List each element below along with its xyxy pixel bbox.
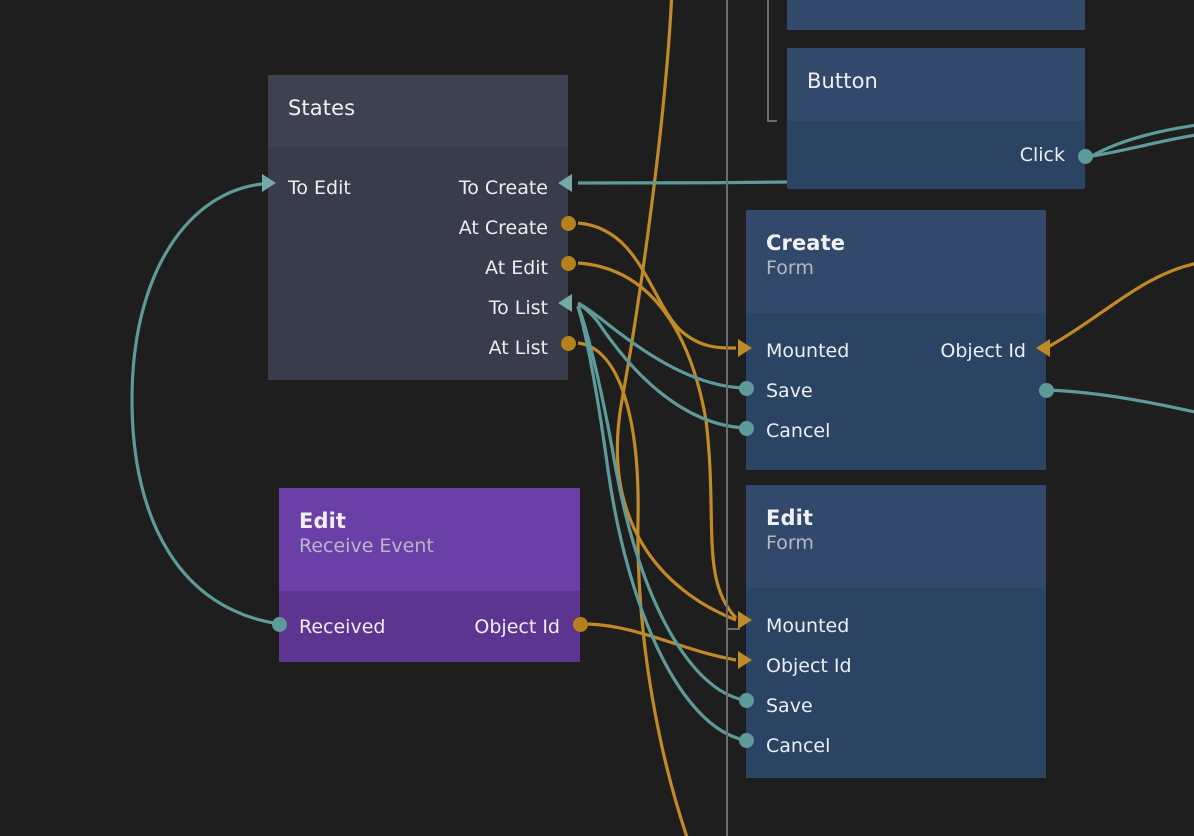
- node-title: Edit: [766, 506, 814, 530]
- port-row-cancel[interactable]: Cancel: [746, 411, 1046, 451]
- node-header: States: [268, 75, 568, 147]
- port-marker-states-at-create-out[interactable]: [561, 216, 576, 231]
- node-body: Received Object Id: [279, 591, 580, 662]
- port-label-to-list: To List: [488, 297, 548, 319]
- port-label-object-id: Object Id: [474, 616, 560, 638]
- node-button[interactable]: Button Click: [787, 48, 1085, 189]
- port-marker-create-mounted-in[interactable]: [738, 339, 752, 357]
- port-label-to-edit: To Edit: [288, 177, 351, 199]
- port-label-object-id: Object Id: [766, 655, 852, 677]
- node-subtitle: Form: [766, 257, 814, 279]
- port-row-object-id[interactable]: Object Id: [746, 646, 1046, 686]
- port-label-mounted: Mounted: [766, 615, 850, 637]
- port-row-save[interactable]: Save: [746, 371, 1046, 411]
- port-label-object-id: Object Id: [940, 340, 1026, 362]
- node-button-above[interactable]: [787, 0, 1085, 30]
- port-marker-create-save-in[interactable]: [739, 381, 754, 396]
- port-marker-receive-object-id-out[interactable]: [573, 617, 588, 632]
- node-edit-receive-event[interactable]: Edit Receive Event Received Object Id: [279, 488, 580, 662]
- port-label-cancel: Cancel: [766, 735, 831, 757]
- node-body: Mounted Object Id Save Cancel: [746, 313, 1046, 470]
- node-body: Mounted Object Id Save Cancel: [746, 588, 1046, 778]
- node-header: Edit Receive Event: [279, 488, 580, 591]
- port-marker-edit-mounted-in[interactable]: [738, 611, 752, 629]
- port-marker-receive-received-in[interactable]: [272, 617, 287, 632]
- port-row-mounted[interactable]: Mounted Object Id: [746, 331, 1046, 371]
- group-frame-vertical-main: [726, 0, 728, 836]
- port-label-to-create: To Create: [458, 177, 548, 199]
- port-marker-edit-cancel-in[interactable]: [739, 733, 754, 748]
- port-label-at-edit: At Edit: [485, 257, 548, 279]
- port-marker-create-object-id-out[interactable]: [1036, 339, 1050, 357]
- node-subtitle: Receive Event: [299, 535, 434, 557]
- node-subtitle: Form: [766, 532, 814, 554]
- node-header: Button: [787, 48, 1085, 121]
- port-marker-states-to-create-out[interactable]: [558, 174, 572, 192]
- port-marker-create-cancel-in[interactable]: [739, 421, 754, 436]
- node-header: Edit Form: [746, 485, 1046, 588]
- node-edit-form[interactable]: Edit Form Mounted Object Id Save Cancel: [746, 485, 1046, 778]
- port-label-save: Save: [766, 695, 813, 717]
- port-marker-states-at-edit-out[interactable]: [561, 256, 576, 271]
- port-marker-states-to-list-out[interactable]: [558, 294, 572, 312]
- port-row-at-list[interactable]: At List: [268, 328, 568, 368]
- port-marker-states-at-list-out[interactable]: [561, 336, 576, 351]
- node-header: Create Form: [746, 210, 1046, 313]
- group-frame-upper-stub: [767, 120, 777, 122]
- port-marker-edit-save-in[interactable]: [739, 693, 754, 708]
- node-title: Create: [766, 231, 846, 255]
- port-label-mounted: Mounted: [766, 340, 850, 362]
- port-label-cancel: Cancel: [766, 420, 831, 442]
- node-title: States: [288, 96, 356, 120]
- port-label-at-list: At List: [488, 337, 548, 359]
- node-header: [787, 0, 1085, 30]
- port-row-mounted[interactable]: Mounted: [746, 606, 1046, 646]
- port-row-save[interactable]: Save: [746, 686, 1046, 726]
- node-body: To Edit To Create At Create At Edit To L…: [268, 147, 568, 380]
- port-marker-create-output-out[interactable]: [1039, 383, 1054, 398]
- port-row-to-edit[interactable]: To Edit To Create: [268, 168, 568, 208]
- group-frame-lower-stub: [726, 628, 740, 630]
- port-row-at-create[interactable]: At Create: [268, 208, 568, 248]
- port-label-received: Received: [299, 616, 386, 638]
- port-row-cancel[interactable]: Cancel: [746, 726, 1046, 766]
- port-row-click[interactable]: Click: [787, 135, 1085, 175]
- node-title: Button: [807, 69, 878, 93]
- node-title: Edit: [299, 509, 347, 533]
- port-label-at-create: At Create: [458, 217, 548, 239]
- port-label-save: Save: [766, 380, 813, 402]
- port-marker-states-to-edit-in[interactable]: [262, 174, 276, 192]
- port-label-click: Click: [1019, 144, 1065, 166]
- node-states[interactable]: States To Edit To Create At Create At Ed…: [268, 75, 568, 380]
- port-marker-button-click-out[interactable]: [1078, 149, 1093, 164]
- port-row-at-edit[interactable]: At Edit: [268, 248, 568, 288]
- group-frame-lower-vertical: [726, 560, 728, 630]
- port-row-to-list[interactable]: To List: [268, 288, 568, 328]
- node-body: Click: [787, 121, 1085, 189]
- port-row-received[interactable]: Received Object Id: [279, 607, 580, 647]
- group-frame-upper-vertical: [767, 0, 769, 122]
- port-marker-edit-object-id-in[interactable]: [738, 651, 752, 669]
- node-create-form[interactable]: Create Form Mounted Object Id Save Cance…: [746, 210, 1046, 470]
